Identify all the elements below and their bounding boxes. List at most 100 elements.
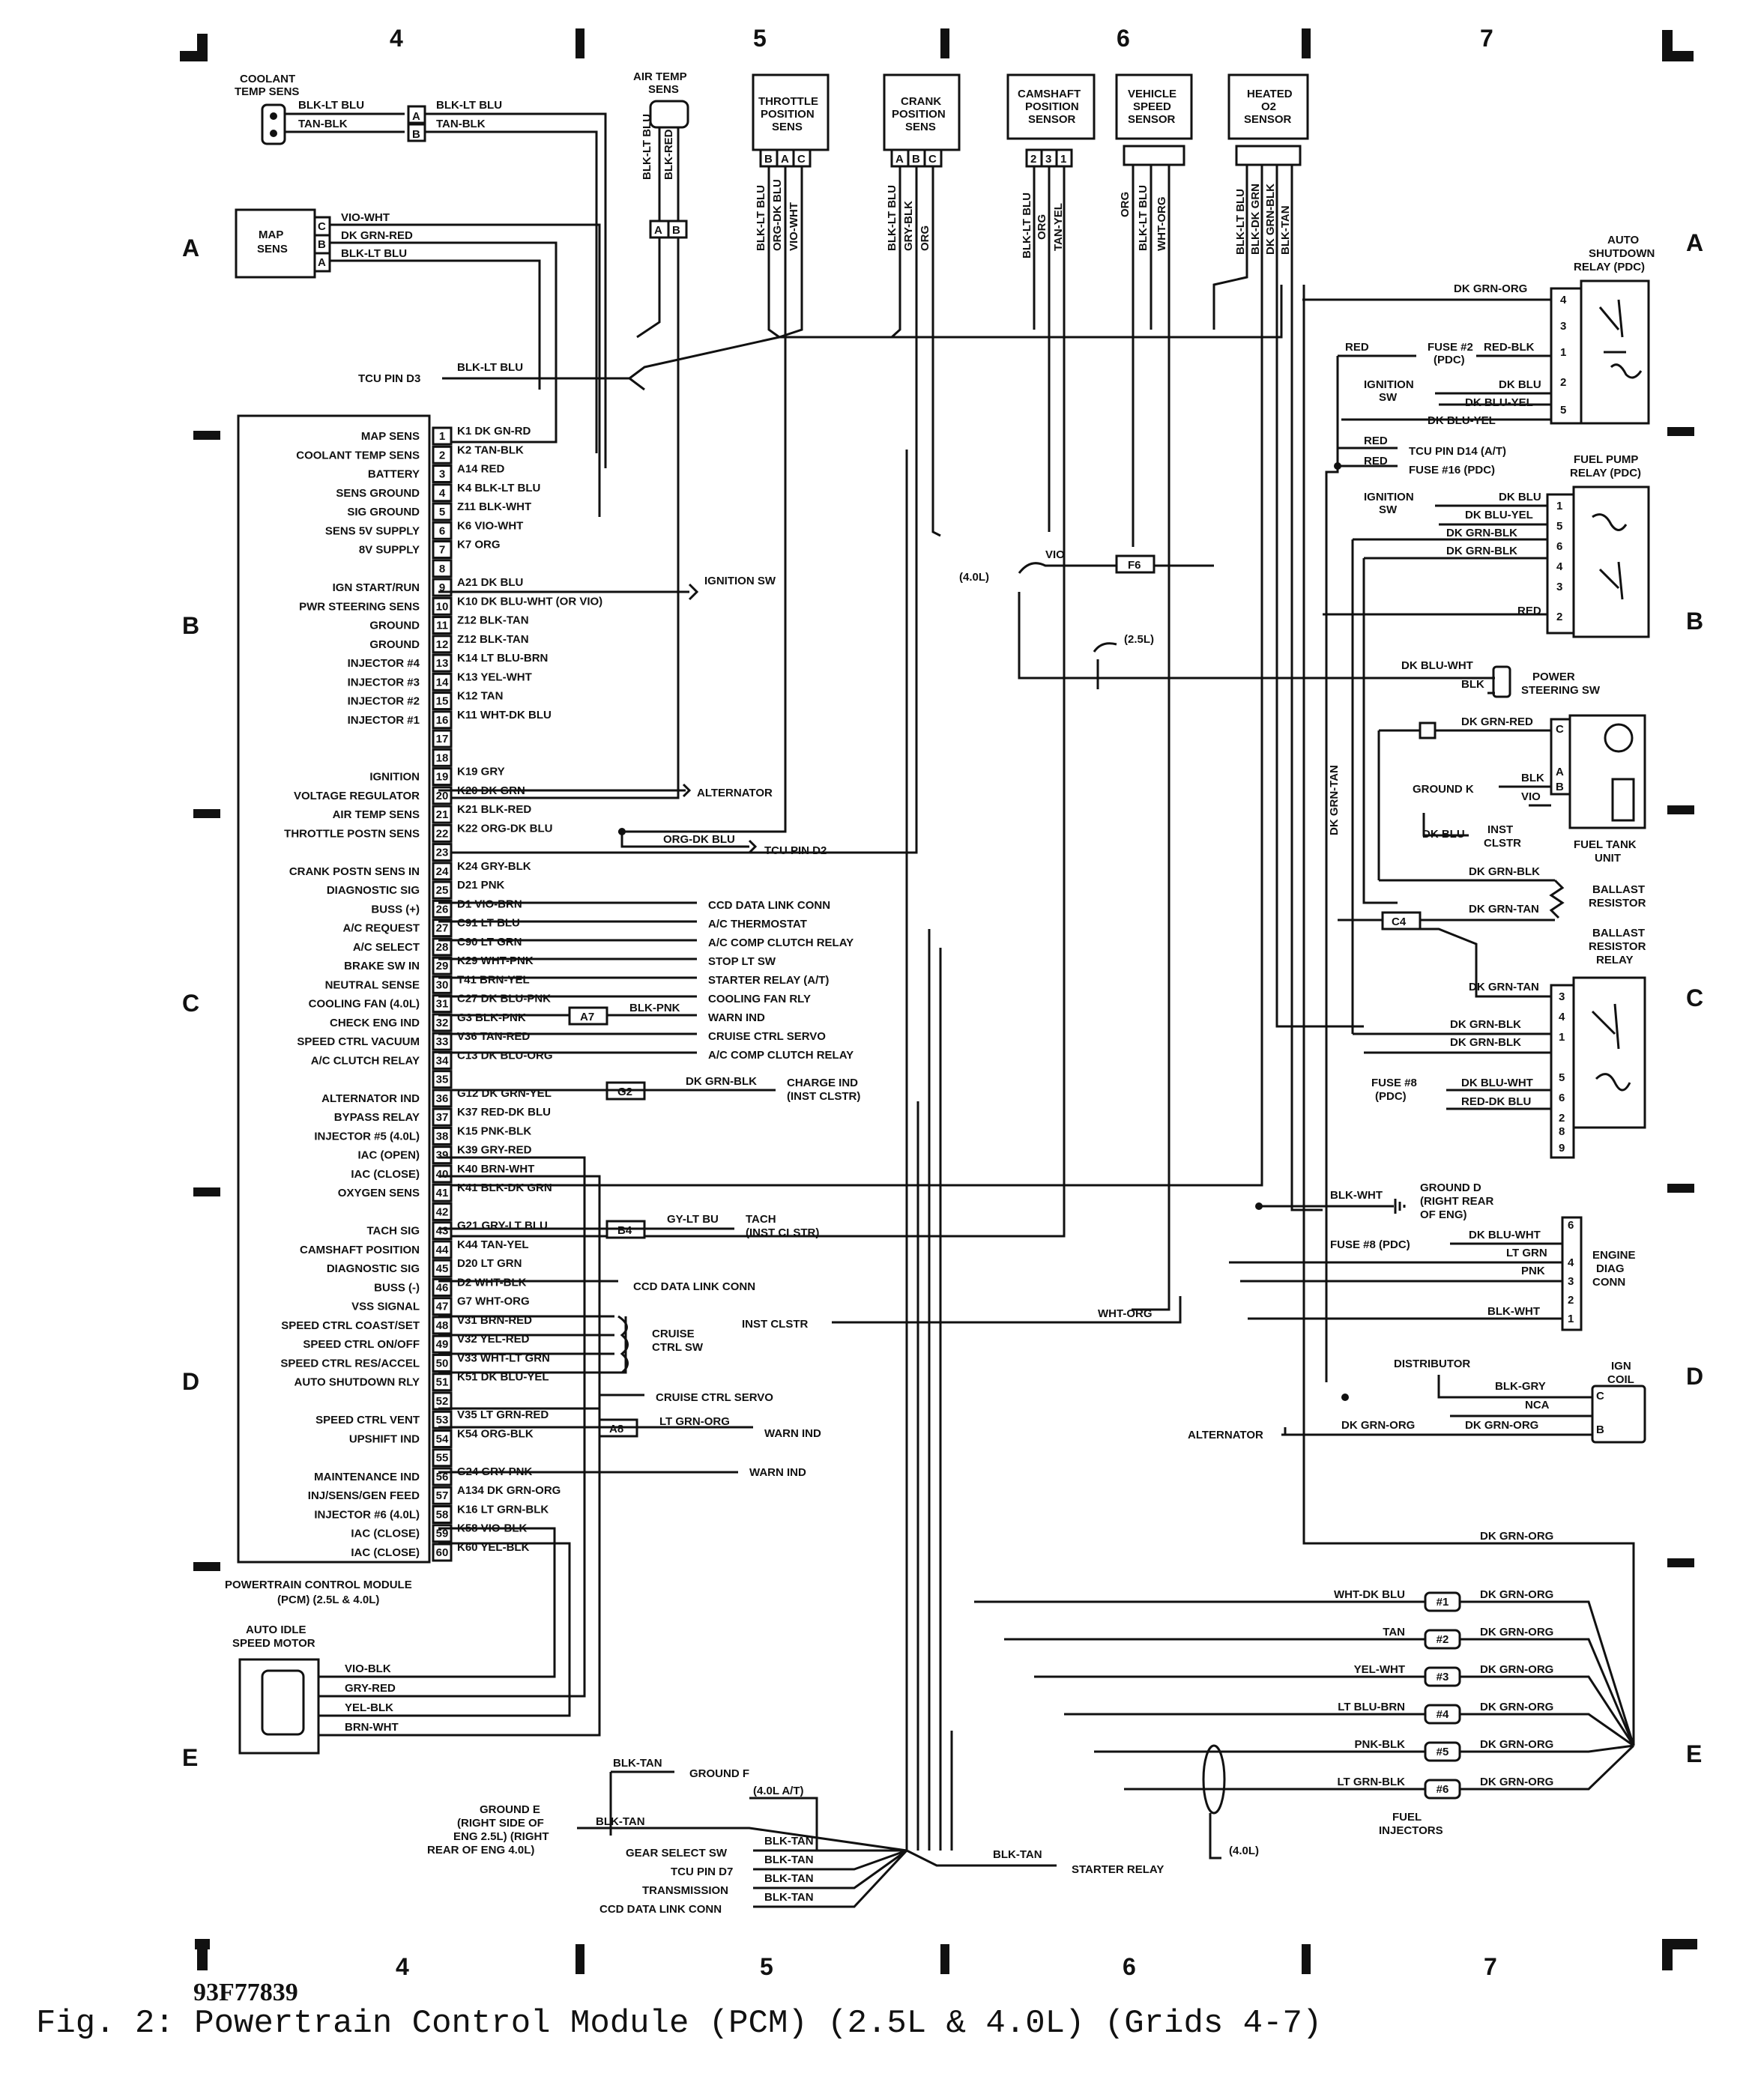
injector-right-wire: DK GRN-ORG (1480, 1626, 1553, 1638)
tcu-d14-red-2: RED (1364, 455, 1388, 467)
grid-left-c: C (182, 990, 199, 1017)
pcm-pin-number: 39 (436, 1149, 449, 1162)
pcm-pin-wire: D1 VIO-BRN (457, 898, 522, 910)
dest-ac-thermo: A/C THERMOSTAT (708, 918, 807, 931)
pcm-pin-label: SENS GROUND (336, 487, 420, 500)
pcm-pin-number: 46 (436, 1281, 449, 1294)
camshaft-wire-1: BLK-LT BLU (1021, 193, 1033, 258)
pcm-pin-number: 3 (439, 468, 445, 481)
crank-title-1: CRANK (901, 95, 941, 108)
pcm-pin-label: PWR STEERING SENS (299, 600, 420, 613)
ps-label-2: STEERING SW (1521, 684, 1601, 697)
pcm-pin-box (432, 823, 453, 843)
br-wire-1: DK GRN-TAN (1469, 981, 1539, 993)
pcm-pin-wire: K37 RED-DK BLU (457, 1106, 551, 1119)
pcm-pin-wire: K10 DK BLU-WHT (OR VIO) (457, 595, 602, 608)
injector-number: #4 (1437, 1708, 1449, 1721)
pcm-pin-number: 47 (436, 1301, 449, 1313)
dest-tcu-d2-wire: ORG-DK BLU (663, 833, 735, 846)
pcm-pin-box (432, 483, 453, 503)
coolant-pin-a: A (412, 110, 420, 123)
pcm-pin-label: INJECTOR #6 (4.0L) (314, 1508, 420, 1521)
pcm-pin-number: 9 (439, 581, 445, 594)
ign-coil: DISTRIBUTOR BLK-GRY NCA DK GRN-ORG DK GR… (1188, 1358, 1646, 1444)
figure-code: 93F77839 (193, 1979, 298, 2006)
pcm-pin-number: 50 (436, 1357, 449, 1370)
fp-wire-3: DK GRN-BLK (1446, 527, 1517, 539)
injector-number: #2 (1437, 1633, 1449, 1646)
pcm-pin-label: INJECTOR #5 (4.0L) (314, 1130, 420, 1143)
dest-stop-lt: STOP LT SW (708, 955, 776, 968)
camshaft-title-1: CAMSHAFT (1018, 88, 1081, 100)
pcm-pin-number: 55 (436, 1452, 449, 1465)
ft-label-1: FUEL TANK (1574, 838, 1637, 851)
pcm-pin-label: AUTO SHUTDOWN RLY (294, 1376, 420, 1389)
br-wire-4: DK BLU-WHT (1461, 1077, 1533, 1089)
dest-ccd-2: CCD DATA LINK CONN (633, 1280, 755, 1293)
pcm-pin-number: 43 (436, 1225, 449, 1238)
pcm-pin-label: BATTERY (368, 468, 420, 481)
pcm-pin-number: 2 (439, 449, 445, 462)
iac-title-1: AUTO IDLE (246, 1624, 306, 1636)
map-wire-b: DK GRN-RED (341, 229, 413, 242)
pcm-pin-wire: V36 TAN-RED (457, 1030, 530, 1043)
bot-tcu-d7: TCU PIN D7 (671, 1866, 733, 1878)
bot-blk-tan-3: BLK-TAN (993, 1848, 1042, 1861)
asd-wire-3: RED-BLK (1484, 341, 1535, 354)
pcm-pin-label: GROUND (369, 638, 420, 651)
camshaft-wire-3: TAN-YEL (1052, 203, 1065, 251)
pcm-pin-number: 4 (439, 487, 446, 500)
br-pin-2: 2 (1559, 1112, 1565, 1125)
pcm-pin-label: IAC (OPEN) (358, 1149, 420, 1162)
diag-label-2: DIAG (1596, 1262, 1625, 1275)
pcm-pin-wire: G21 GRY-LT BLU (457, 1220, 548, 1232)
injector-wire (1094, 1744, 1634, 1753)
br-pin-6: 6 (1559, 1092, 1565, 1104)
ft-pin-a: A (1556, 766, 1564, 778)
injector-box (1424, 1704, 1461, 1725)
crank-wire-2: GRY-BLK (902, 201, 915, 251)
br-wire-5: RED-DK BLU (1461, 1095, 1531, 1108)
pcm-pin-box (432, 1297, 453, 1316)
grid-right-d: D (1686, 1363, 1703, 1390)
dest-g2: G2 (617, 1086, 632, 1098)
asd-pin-5: 5 (1560, 404, 1566, 417)
ps-wire-1: DK BLU-WHT (1401, 659, 1473, 672)
grid-bottom-7: 7 (1484, 1953, 1497, 1980)
pcm-pin-number: 49 (436, 1338, 449, 1351)
asd-pin-3: 3 (1560, 320, 1566, 333)
crank-wire-3: ORG (919, 226, 931, 251)
pcm-pin-row: 23 (432, 843, 453, 862)
ground-d-1: GROUND D (1420, 1181, 1481, 1194)
ballast-label-2: RESISTOR (1589, 897, 1646, 910)
fp-pin-6: 6 (1556, 540, 1562, 553)
pcm-pin-wire: Z12 BLK-TAN (457, 633, 529, 646)
pcm-pin-box (432, 1126, 453, 1146)
pcm-pin-wire: Z11 BLK-WHT (457, 500, 531, 513)
pcm-pin-number: 44 (436, 1244, 449, 1256)
fp-title-2: RELAY (PDC) (1570, 467, 1641, 479)
br-fuse-2: (PDC) (1375, 1090, 1407, 1103)
tcu-d14-label-2: FUSE #16 (PDC) (1409, 464, 1495, 476)
dest-a7-wire: BLK-PNK (629, 1002, 680, 1014)
pcm-pin-box (432, 521, 453, 540)
pcm-pin-label: BUSS (+) (371, 903, 420, 916)
engine-diag-conn: FUSE #8 (PDC) DK BLU-WHT LT GRN PNK BLK-… (1229, 1216, 1636, 1331)
coil-wire-3: DK GRN-ORG (1465, 1419, 1538, 1432)
dest-wht-org: WHT-ORG (1098, 1307, 1153, 1320)
iac-wire-4: BRN-WHT (345, 1721, 399, 1734)
pcm-pin-number: 6 (439, 524, 445, 537)
coolant-wire-2: TAN-BLK (298, 118, 348, 130)
o2-title-3: SENSOR (1244, 113, 1292, 126)
pcm-pin-box (432, 1183, 453, 1202)
grid-top-4: 4 (390, 25, 403, 52)
pcm-pin-label: BRAKE SW IN (344, 960, 420, 972)
asd-wire-1: DK GRN-ORG (1454, 282, 1527, 295)
dest-alternator: ALTERNATOR (697, 787, 773, 799)
